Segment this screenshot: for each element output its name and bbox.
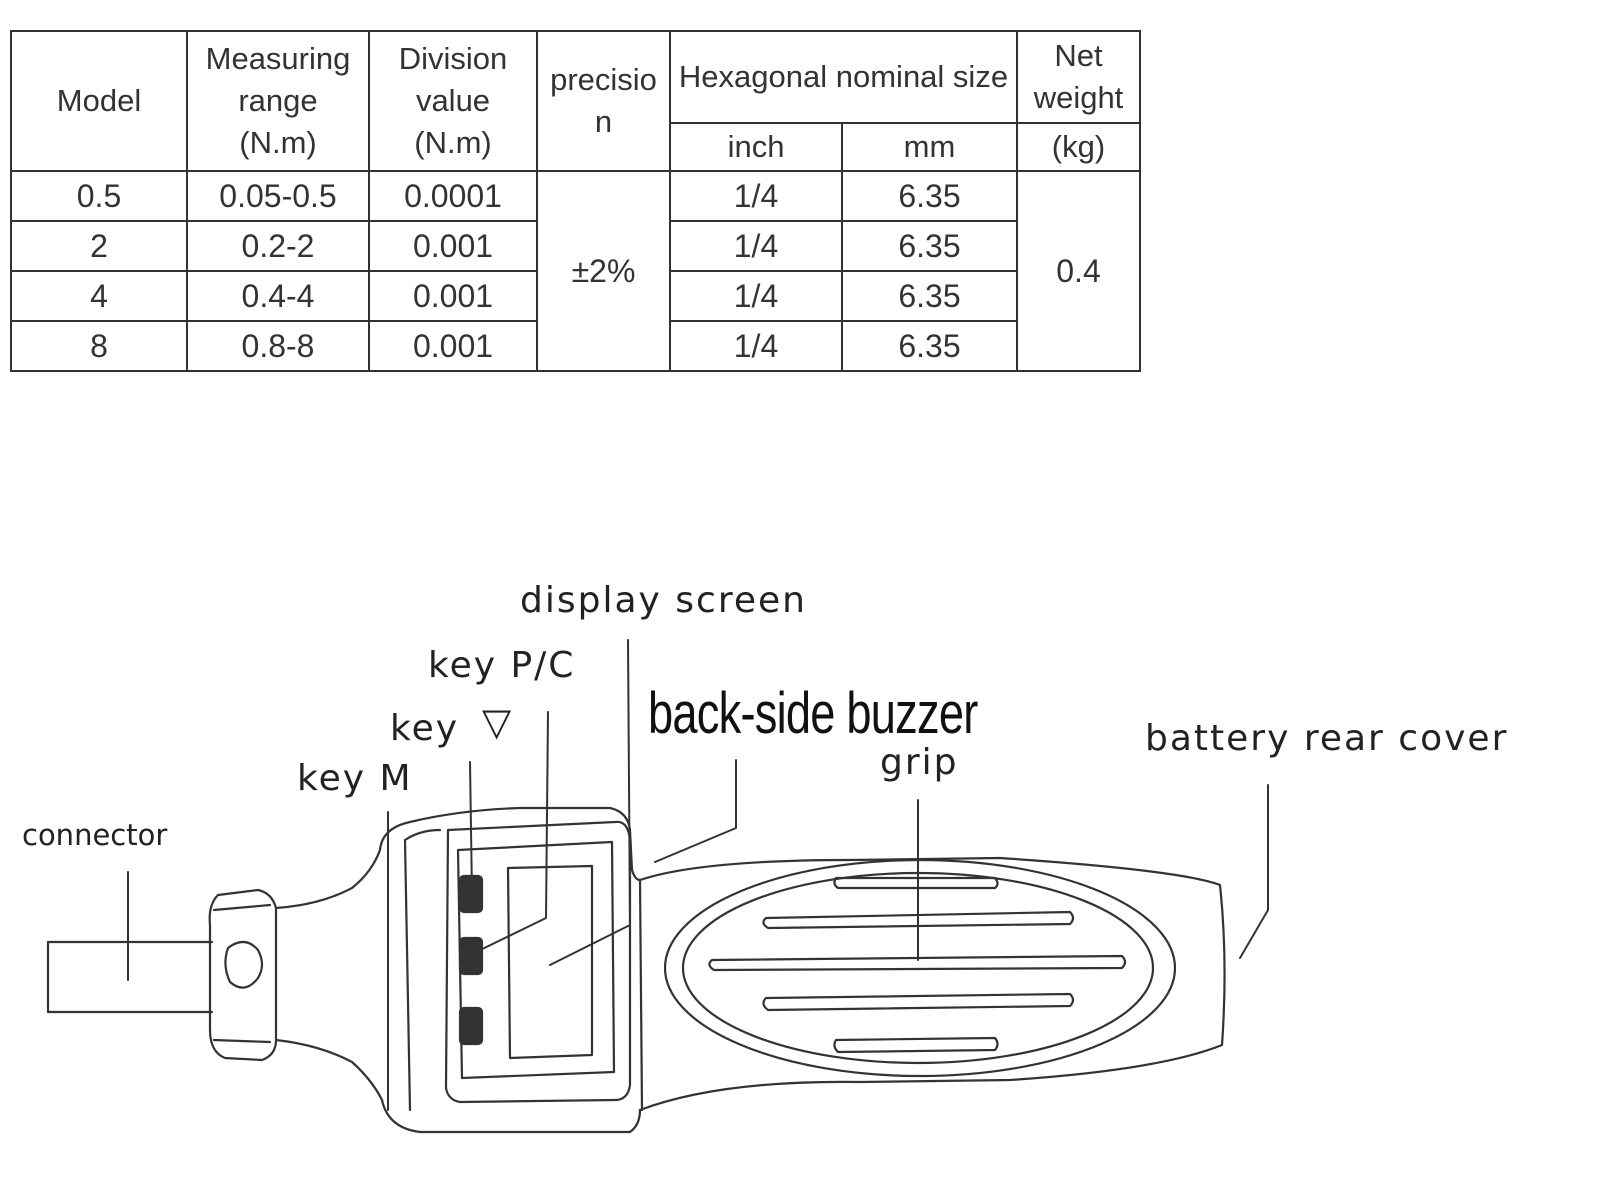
- spec-table: Model Measuring range (N.m) Division val…: [10, 30, 1141, 372]
- header-net-weight-line2: weight: [1033, 80, 1124, 115]
- header-precision-line1: precisio: [550, 62, 657, 97]
- header-measuring-range-line2: range: [238, 83, 318, 118]
- cell-model: 2: [10, 220, 188, 272]
- grip-body: [638, 856, 1226, 1112]
- cell-model: 4: [10, 270, 188, 322]
- key-down-button: [458, 936, 484, 976]
- header-division-value: Division value (N.m): [368, 30, 538, 172]
- cell-model: 8: [10, 320, 188, 372]
- cell-range: 0.2-2: [186, 220, 370, 272]
- table-row: 4 0.4-4 0.001 1/4 6.35: [10, 270, 1140, 322]
- cell-division: 0.0001: [368, 170, 538, 222]
- key-pc-button: [458, 1006, 484, 1046]
- header-net-weight: Net weight: [1016, 30, 1141, 124]
- header-measuring-range-line1: Measuring: [205, 41, 351, 76]
- cell-inch: 1/4: [669, 270, 843, 322]
- display-housing: [378, 806, 642, 1134]
- leader-lines: [127, 639, 1269, 1111]
- label-key-m: key M: [297, 758, 413, 799]
- header-hex-size: Hexagonal nominal size: [669, 30, 1018, 124]
- leader-display-screen: [549, 639, 631, 966]
- table-row: 0.5 0.05-0.5 0.0001 ±2% 1/4 6.35 0.4: [10, 170, 1141, 372]
- cell-mm: 6.35: [841, 170, 1018, 222]
- label-connector: connector: [22, 818, 168, 852]
- header-division-line2: value: [415, 83, 491, 118]
- leader-key-pc: [469, 711, 549, 956]
- torque-screwdriver-drawing: [46, 639, 1269, 1134]
- table-row: 2 0.2-2 0.001 1/4 6.35: [10, 220, 1140, 272]
- header-precision-line2: n: [594, 104, 613, 139]
- label-back-side-buzzer: back-side buzzer: [648, 681, 978, 746]
- connector-shaft: [46, 940, 214, 1014]
- header-division-line3: (N.m): [414, 125, 492, 160]
- cell-range: 0.8-8: [186, 320, 370, 372]
- cell-model: 0.5: [10, 170, 188, 222]
- cell-mm: 6.35: [841, 320, 1018, 372]
- cell-division: 0.001: [368, 220, 538, 272]
- cell-precision: ±2%: [536, 170, 671, 372]
- cell-net-weight: 0.4: [1016, 170, 1141, 372]
- cell-range: 0.05-0.5: [186, 170, 370, 222]
- cell-division: 0.001: [368, 320, 538, 372]
- leader-buzzer: [654, 759, 737, 863]
- header-net-weight-line1: Net: [1054, 38, 1103, 73]
- keypad: [458, 874, 484, 1046]
- cell-mm: 6.35: [841, 270, 1018, 322]
- cell-range: 0.4-4: [186, 270, 370, 322]
- header-division-line1: Division: [398, 41, 508, 76]
- cell-inch: 1/4: [669, 320, 843, 372]
- cell-inch: 1/4: [669, 170, 843, 222]
- header-measuring-range: Measuring range (N.m): [186, 30, 370, 172]
- table-row: 8 0.8-8 0.001 1/4 6.35: [10, 320, 1140, 372]
- hex-collar: [208, 888, 278, 1062]
- down-triangle-icon: ▽: [482, 700, 514, 744]
- header-net-weight-unit: (kg): [1016, 122, 1141, 172]
- cell-mm: 6.35: [841, 220, 1018, 272]
- label-grip: grip: [880, 742, 959, 783]
- header-model: Model: [10, 30, 188, 172]
- cell-inch: 1/4: [669, 220, 843, 272]
- leader-key-down: [469, 761, 473, 896]
- label-battery-rear-cover: battery rear cover: [1145, 718, 1509, 759]
- cell-division: 0.001: [368, 270, 538, 322]
- label-key-pc: key P/C: [428, 645, 576, 686]
- label-display-screen: display screen: [520, 580, 807, 621]
- header-mm: mm: [841, 122, 1018, 172]
- header-inch: inch: [669, 122, 843, 172]
- neck: [274, 848, 384, 1102]
- header-measuring-range-line3: (N.m): [239, 125, 317, 160]
- header-precision: precisio n: [536, 30, 671, 172]
- label-key-down: key: [390, 708, 460, 749]
- leader-battery-cover: [1239, 784, 1269, 959]
